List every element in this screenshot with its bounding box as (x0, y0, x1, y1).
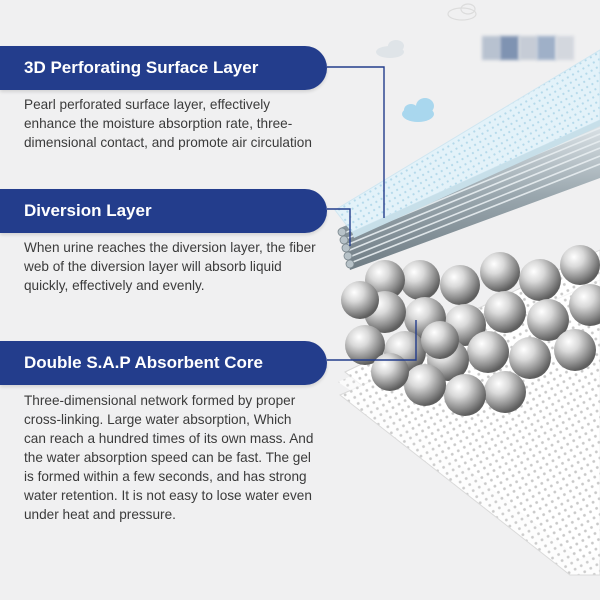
cloud-icon (447, 3, 477, 21)
cloud-icon (376, 40, 404, 58)
layer-description-diversion: When urine reaches the diversion layer, … (24, 240, 316, 293)
sap-balls (341, 245, 600, 416)
connector-lines (327, 66, 417, 361)
layer-title-diversion: Diversion Layer (0, 189, 327, 233)
blurred-logo (482, 36, 575, 60)
layer-title-core: Double S.A.P Absorbent Core (0, 341, 327, 385)
layer-title-surface: 3D Perforating Surface Layer (0, 46, 327, 90)
surface-layer (334, 49, 600, 238)
layer-description-surface: Pearl perforated surface layer, effectiv… (24, 97, 312, 150)
cloud-icon (402, 98, 434, 122)
layer-description-core: Three-dimensional network formed by prop… (24, 393, 314, 522)
